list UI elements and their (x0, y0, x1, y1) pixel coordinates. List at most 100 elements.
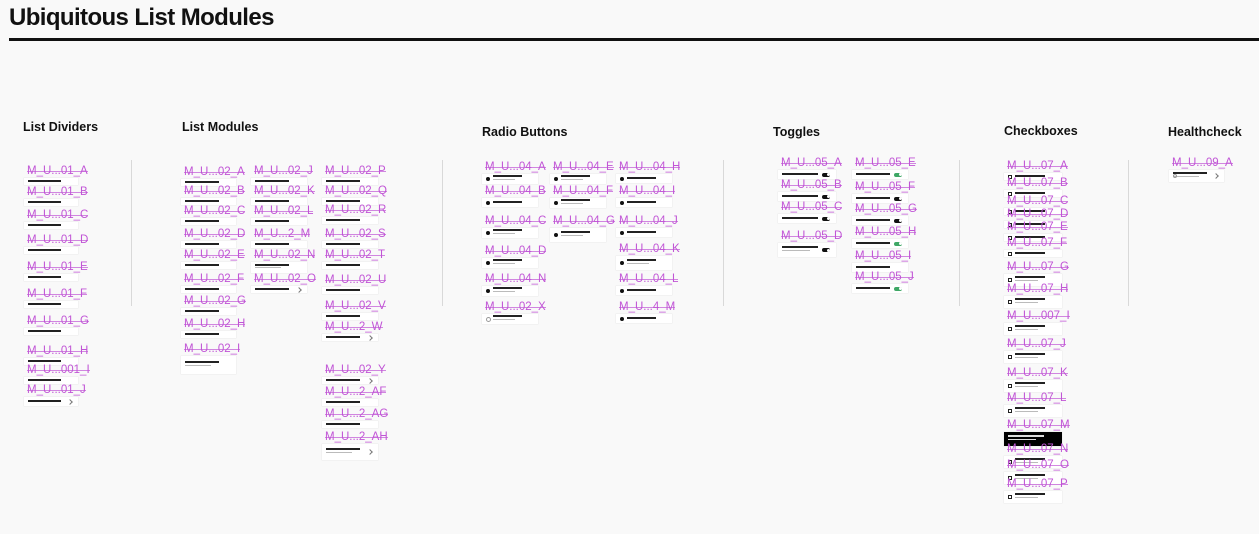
module-label[interactable]: M_U...02_C (184, 205, 246, 217)
module-label[interactable]: M_U...07_G (1007, 261, 1069, 273)
module-label[interactable]: M_U...01_C (27, 209, 89, 221)
module-thumbnail[interactable] (251, 198, 307, 205)
module-label[interactable]: M_U...4_M (619, 301, 676, 313)
module-label[interactable]: M_U...01_D (27, 234, 89, 246)
module-thumbnail[interactable] (181, 179, 236, 186)
module-thumbnail[interactable] (616, 228, 672, 237)
module-label[interactable]: M_U...02_U (325, 274, 387, 286)
module-label[interactable]: M_U...07_D (1007, 208, 1069, 220)
module-thumbnail[interactable] (24, 377, 78, 384)
module-label[interactable]: M_U...04_I (619, 185, 676, 197)
module-thumbnail[interactable] (322, 313, 378, 320)
module-thumbnail[interactable] (1004, 351, 1062, 363)
module-label[interactable]: M_U...001_I (27, 364, 90, 376)
module-label[interactable]: M_U...2_AF (325, 386, 387, 398)
module-thumbnail[interactable] (852, 170, 908, 179)
module-thumbnail[interactable] (24, 328, 78, 335)
module-label[interactable]: M_U...02_Q (325, 185, 387, 197)
module-thumbnail[interactable] (24, 247, 78, 254)
module-thumbnail[interactable] (251, 262, 307, 273)
module-label[interactable]: M_U...05_I (855, 250, 912, 262)
module-label[interactable]: M_U...04_C (485, 215, 547, 227)
module-thumbnail[interactable] (251, 241, 307, 248)
module-label[interactable]: M_U...02_S (325, 228, 386, 240)
module-thumbnail[interactable] (251, 286, 307, 293)
module-thumbnail[interactable] (1004, 274, 1062, 286)
module-thumbnail[interactable] (181, 286, 236, 293)
module-label[interactable]: M_U...01_A (27, 165, 88, 177)
module-thumbnail[interactable] (24, 301, 78, 308)
module-thumbnail[interactable] (181, 308, 236, 315)
module-label[interactable]: M_U...02_I (184, 343, 241, 355)
module-thumbnail[interactable] (322, 262, 378, 269)
module-thumbnail[interactable] (778, 214, 836, 223)
module-label[interactable]: M_U...007_I (1007, 310, 1070, 322)
module-label[interactable]: M_U...02_P (325, 165, 386, 177)
module-thumbnail[interactable] (1004, 234, 1062, 241)
module-label[interactable]: M_U...07_O (1007, 459, 1069, 471)
module-label[interactable]: M_U...02_K (254, 185, 315, 197)
module-thumbnail[interactable] (550, 174, 606, 184)
module-thumbnail[interactable] (852, 194, 908, 203)
module-thumbnail[interactable] (1004, 190, 1062, 197)
module-thumbnail[interactable] (482, 198, 538, 207)
module-thumbnail[interactable] (181, 262, 236, 269)
module-label[interactable]: M_U...07_N (1007, 443, 1069, 455)
module-thumbnail[interactable] (1169, 170, 1224, 182)
module-label[interactable]: M_U...02_A (184, 166, 245, 178)
module-label[interactable]: M_U...07_K (1007, 367, 1068, 379)
module-thumbnail[interactable] (251, 218, 307, 225)
module-label[interactable]: M_U...07_P (1007, 478, 1068, 490)
module-thumbnail[interactable] (482, 314, 538, 324)
module-label[interactable]: M_U...05_G (855, 203, 917, 215)
module-thumbnail[interactable] (24, 358, 78, 365)
module-thumbnail[interactable] (482, 228, 538, 238)
module-label[interactable]: M_U...02_E (184, 249, 245, 261)
module-label[interactable]: M_U...2_AG (325, 408, 389, 420)
module-thumbnail[interactable] (24, 199, 78, 206)
module-thumbnail[interactable] (1004, 472, 1062, 484)
module-thumbnail[interactable] (1004, 405, 1062, 417)
module-label[interactable]: M_U...07_H (1007, 283, 1069, 295)
module-label[interactable]: M_U...05_J (855, 271, 914, 283)
module-label[interactable]: M_U...01_B (27, 186, 88, 198)
module-thumbnail[interactable] (181, 356, 236, 374)
module-thumbnail[interactable] (616, 314, 672, 323)
module-label[interactable]: M_U...07_B (1007, 177, 1068, 189)
module-thumbnail[interactable] (322, 178, 378, 185)
module-label[interactable]: M_U...02_L (254, 205, 314, 217)
module-label[interactable]: M_U...02_Y (325, 364, 386, 376)
module-label[interactable]: M_U...05_E (855, 157, 916, 169)
module-thumbnail[interactable] (24, 274, 78, 281)
module-thumbnail[interactable] (322, 287, 378, 294)
module-label[interactable]: M_U...02_D (184, 228, 246, 240)
module-thumbnail[interactable] (322, 421, 378, 428)
module-thumbnail[interactable] (24, 178, 78, 185)
module-label[interactable]: M_U...07_C (1007, 195, 1069, 207)
module-thumbnail[interactable] (322, 444, 378, 460)
module-thumbnail[interactable] (778, 170, 836, 179)
module-label[interactable]: M_U...02_G (184, 295, 246, 307)
module-label[interactable]: M_U...04_B (485, 185, 546, 197)
module-label[interactable]: M_U...05_F (855, 181, 916, 193)
module-label[interactable]: M_U...04_N (485, 273, 547, 285)
module-label[interactable]: M_U...02_F (184, 273, 245, 285)
module-thumbnail[interactable] (482, 286, 538, 296)
module-label[interactable]: M_U...02_J (254, 165, 313, 177)
module-label[interactable]: M_U...07_L (1007, 392, 1067, 404)
module-label[interactable]: M_U...02_N (254, 249, 316, 261)
module-thumbnail[interactable] (616, 198, 672, 207)
module-thumbnail[interactable] (852, 216, 908, 225)
module-label[interactable]: M_U...01_F (27, 288, 88, 300)
module-label[interactable]: M_U...04_G (553, 215, 615, 227)
module-label[interactable]: M_U...05_C (781, 201, 843, 213)
module-label[interactable]: M_U...02_T (325, 249, 386, 261)
module-thumbnail[interactable] (852, 239, 908, 248)
module-thumbnail[interactable] (322, 334, 378, 341)
module-label[interactable]: M_U...04_K (619, 243, 680, 255)
module-thumbnail[interactable] (482, 258, 538, 268)
module-label[interactable]: M_U...05_H (855, 226, 917, 238)
module-label[interactable]: M_U...2_M (254, 228, 311, 240)
module-thumbnail[interactable] (550, 228, 606, 242)
module-label[interactable]: M_U...04_A (485, 161, 546, 173)
